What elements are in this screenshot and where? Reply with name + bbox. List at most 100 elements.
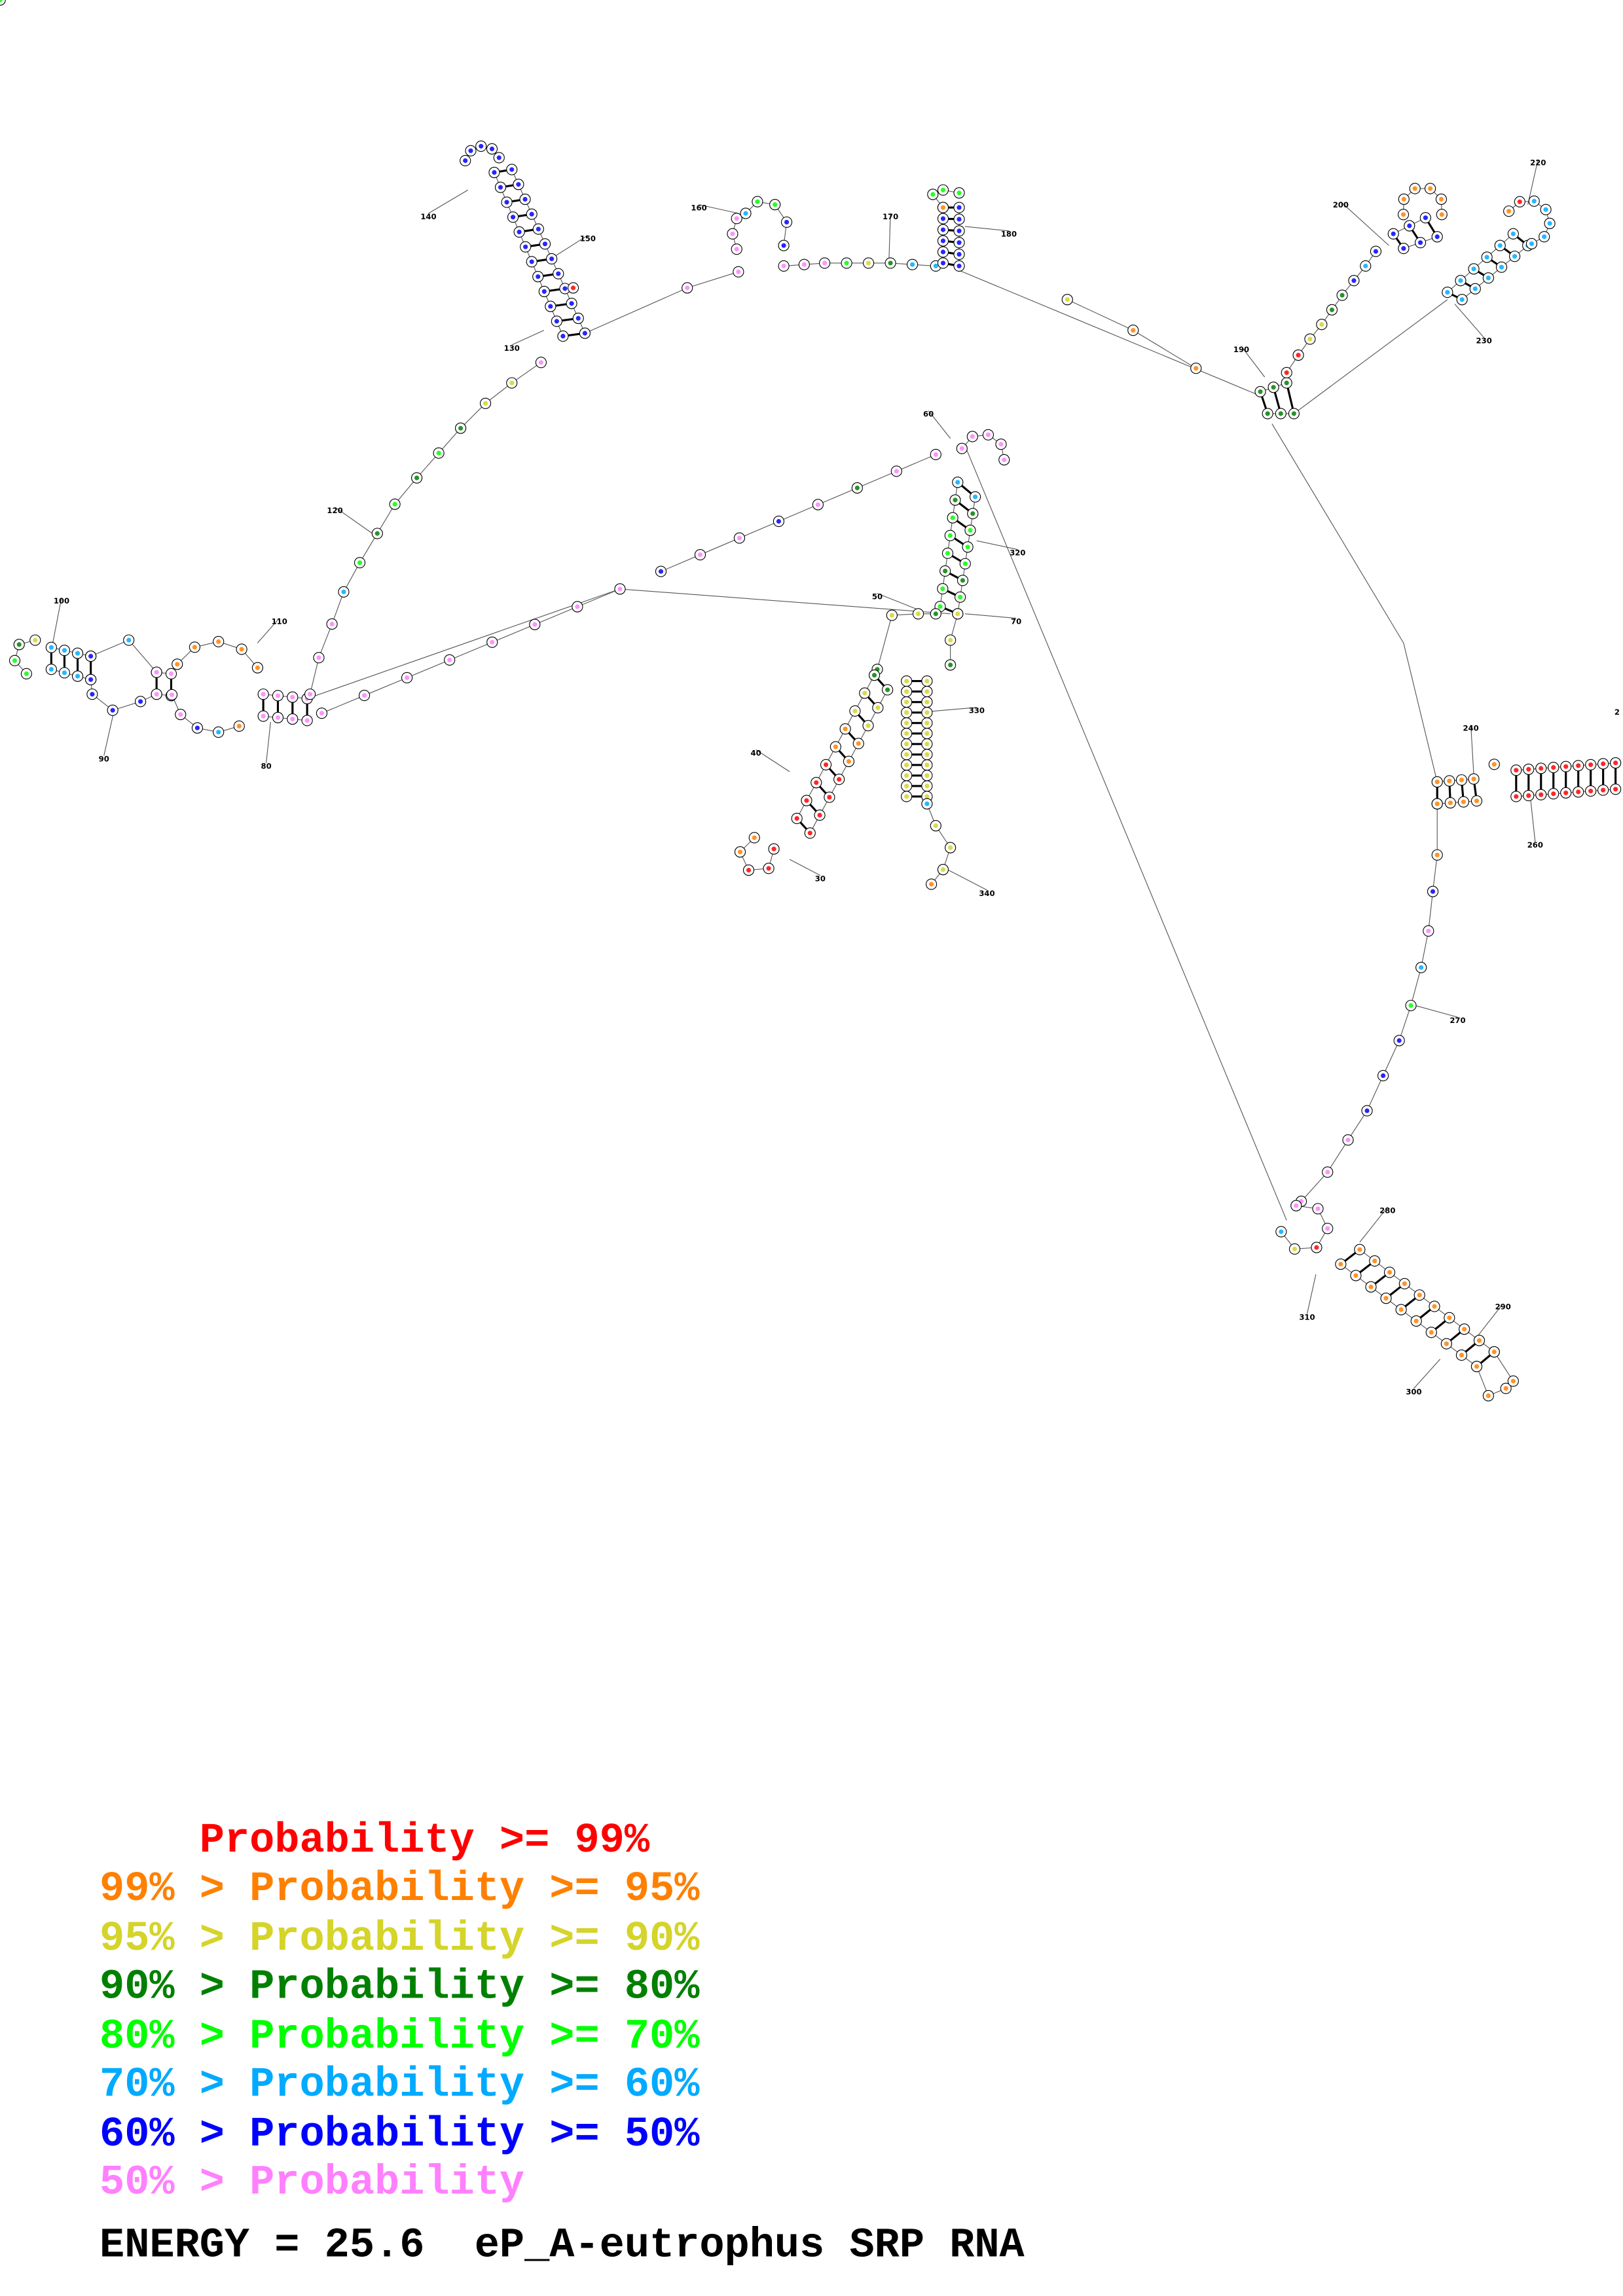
backbone-segment — [976, 540, 1018, 550]
nucleotide-probability-mark — [904, 783, 909, 789]
backbone-segment — [1398, 1005, 1412, 1041]
nucleotide-probability-mark — [319, 711, 325, 716]
nucleotide-probability-mark — [538, 360, 543, 365]
nucleotide-probability-mark — [940, 249, 946, 255]
backbone-segment — [394, 477, 418, 505]
nucleotide-probability-mark — [0, 0, 3, 3]
nucleotide-probability-mark — [924, 710, 930, 715]
nucleotide-probability-mark — [357, 560, 363, 565]
position-label: 70 — [1011, 617, 1021, 626]
nucleotide-probability-mark — [1340, 293, 1345, 298]
nucleotide-probability-mark — [970, 511, 976, 516]
nucleotide-probability-mark — [746, 867, 752, 873]
nucleotide-probability-mark — [904, 762, 909, 768]
backbone-segment — [1527, 159, 1539, 205]
nucleotide-probability-mark — [736, 269, 741, 274]
nucleotide-probability-mark — [958, 594, 963, 600]
backbone-segment — [511, 330, 545, 346]
nucleotide-probability-mark — [341, 589, 346, 594]
nucleotide-probability-mark — [617, 586, 623, 592]
nucleotide-probability-mark — [924, 773, 930, 778]
backbone-segment — [1133, 330, 1197, 369]
nucleotide-probability-mark — [48, 667, 54, 672]
nucleotide-probability-mark — [1486, 1393, 1491, 1399]
nucleotide-probability-mark — [1461, 799, 1466, 804]
nucleotide-probability-mark — [817, 812, 822, 818]
nucleotide-probability-mark — [275, 715, 281, 720]
nucleotide-probability-mark — [752, 835, 757, 840]
nucleotide-probability-mark — [843, 726, 848, 732]
nucleotide-probability-mark — [504, 200, 509, 205]
backbone-segment — [877, 593, 922, 611]
nucleotide-probability-mark — [1434, 852, 1440, 857]
nucleotide-probability-mark — [1601, 761, 1606, 766]
nucleotide-probability-mark — [1368, 1284, 1374, 1289]
nucleotide-probability-mark — [1430, 889, 1436, 894]
backbone-segment — [359, 533, 378, 563]
backbone-segment — [1347, 1110, 1368, 1141]
position-label: 220 — [1530, 158, 1546, 167]
nucleotide-probability-mark — [1400, 212, 1406, 217]
nucleotide-probability-mark — [1471, 776, 1476, 781]
nucleotide-probability-mark — [1459, 297, 1465, 302]
nucleotide-probability-mark — [1364, 1108, 1370, 1113]
nucleotide-probability-mark — [1294, 1203, 1299, 1208]
nucleotide-probability-mark — [216, 730, 221, 735]
nucleotide-probability-mark — [1373, 249, 1379, 254]
position-label: 200 — [1333, 200, 1349, 209]
backbone-segment — [888, 213, 891, 260]
nucleotide-probability-mark — [562, 286, 568, 291]
backbone-segment — [492, 624, 536, 643]
nucleotide-probability-mark — [904, 710, 909, 715]
position-label: 150 — [580, 234, 596, 243]
nucleotide-probability-mark — [866, 723, 871, 728]
nucleotide-probability-mark — [532, 622, 538, 627]
nucleotide-probability-mark — [1576, 763, 1581, 768]
nucleotide-probability-mark — [560, 334, 566, 339]
nucleotide-probability-mark — [1329, 307, 1335, 312]
nucleotide-probability-mark — [1459, 778, 1465, 783]
nucleotide-probability-mark — [1486, 276, 1491, 281]
nucleotide-probability-mark — [894, 469, 899, 474]
nucleotide-probability-mark — [924, 678, 930, 684]
nucleotide-probability-mark — [1372, 1258, 1377, 1264]
nucleotide-probability-mark — [1417, 1293, 1422, 1298]
nucleotide-probability-mark — [871, 673, 877, 678]
nucleotide-probability-mark — [904, 721, 909, 726]
nucleotide-probability-mark — [1510, 1378, 1516, 1384]
energy-title: ENERGY = 25.6 eP_A-eutrophus SRP RNA — [100, 2223, 1025, 2270]
nucleotide-probability-mark — [1434, 234, 1440, 240]
nucleotide-probability-mark — [904, 752, 909, 757]
backbone-segment — [1067, 299, 1133, 331]
nucleotide-probability-mark — [458, 425, 464, 431]
nucleotide-probability-mark — [924, 794, 930, 799]
nucleotide-probability-mark — [1588, 789, 1594, 794]
nucleotide-probability-mark — [479, 143, 484, 149]
nucleotide-probability-mark — [75, 651, 81, 656]
backbone-segment — [778, 504, 818, 522]
nucleotide-probability-mark — [794, 816, 799, 821]
nucleotide-probability-mark — [236, 723, 242, 729]
nucleotide-probability-mark — [137, 699, 143, 704]
nucleotide-probability-mark — [492, 170, 497, 175]
backbone-segment — [964, 613, 1017, 619]
backbone-segment — [1403, 643, 1438, 782]
nucleotide-probability-mark — [554, 319, 559, 324]
nucleotide-probability-mark — [844, 260, 849, 266]
nucleotide-probability-mark — [766, 866, 771, 871]
nucleotide-probability-mark — [1396, 1038, 1402, 1043]
nucleotide-probability-mark — [192, 645, 197, 650]
nucleotide-probability-mark — [509, 380, 515, 386]
backbone-segment — [1415, 1005, 1458, 1018]
nucleotide-probability-mark — [885, 687, 890, 692]
nucleotide-probability-mark — [846, 759, 852, 764]
nucleotide-probability-mark — [414, 475, 420, 480]
position-label: 2 — [1614, 708, 1620, 717]
legend-prefix: 99% > — [100, 1866, 249, 1913]
nucleotide-probability-mark — [516, 182, 521, 187]
backbone-segment — [90, 639, 129, 657]
probability-legend: Probability >= 99% 99% > Probability >= … — [100, 1818, 1025, 2270]
nucleotide-probability-mark — [575, 315, 581, 321]
nucleotide-probability-mark — [1402, 1281, 1407, 1286]
